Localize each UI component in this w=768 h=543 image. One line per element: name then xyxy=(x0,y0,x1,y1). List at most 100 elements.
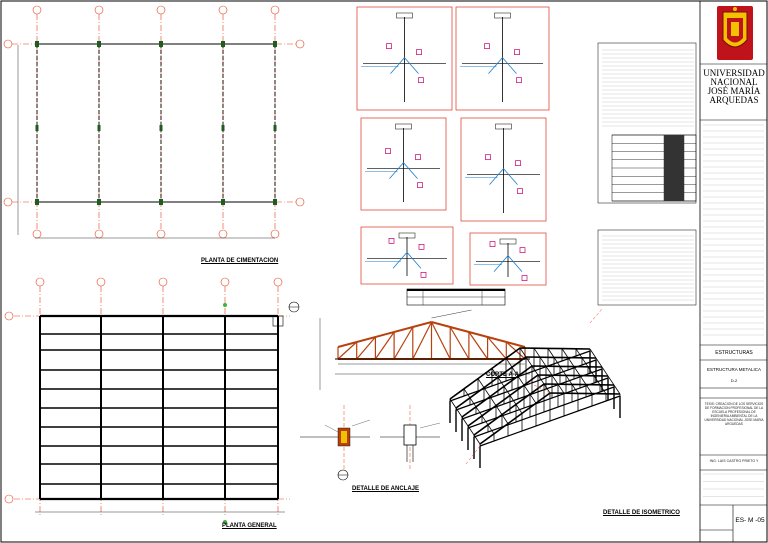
bolt-mark xyxy=(489,241,496,247)
footing xyxy=(273,125,277,131)
university-line-2: NACIONAL xyxy=(710,77,758,87)
axis-bubble xyxy=(270,229,280,239)
axis-bubble xyxy=(295,197,305,207)
top-chord xyxy=(337,321,432,348)
top-plate xyxy=(395,123,412,130)
footing xyxy=(97,199,101,205)
bolt-mark xyxy=(515,160,521,166)
isometric-title: DETALLE DE ISOMETRICO xyxy=(603,510,680,516)
footing xyxy=(221,125,225,131)
bolt-mark xyxy=(485,154,491,160)
footing xyxy=(35,199,39,205)
title-block xyxy=(700,6,767,542)
axis-bubble xyxy=(270,5,280,15)
iso-purlin xyxy=(449,398,481,445)
bolt-mark xyxy=(514,49,520,56)
iso-axis xyxy=(529,382,551,394)
footing xyxy=(159,125,163,131)
axis-bubble xyxy=(3,197,13,207)
iso-axis xyxy=(589,308,603,324)
university-line-3: JOSÉ MARÍA xyxy=(707,86,761,96)
section-table xyxy=(406,288,506,306)
truss-diagonal xyxy=(487,336,507,360)
iso-purlin xyxy=(477,378,509,424)
thesis-title: TESIS: CREACION DE LOS SERVICIOS DE FORM… xyxy=(704,402,764,426)
bolt-mark xyxy=(484,43,490,50)
iso-axis xyxy=(465,445,481,465)
axis-bubble xyxy=(32,5,42,15)
footing xyxy=(159,199,163,205)
foundation-plan-title: PLANTA DE CIMENTACION xyxy=(201,258,279,264)
footing xyxy=(97,41,101,47)
axis-bubble xyxy=(218,5,228,15)
iso-purlin xyxy=(519,347,551,394)
bolt-mark xyxy=(519,247,526,253)
iso-purlin xyxy=(575,348,607,395)
axis-bubble xyxy=(32,229,42,239)
truss-diagonal xyxy=(430,321,451,360)
specialty-label: ESTRUCTURAS xyxy=(715,350,753,356)
university-name: UNIVERSIDAD NACIONAL JOSÉ MARÍA ARQUEDAS xyxy=(701,69,767,105)
footing xyxy=(221,41,225,47)
axis-bubble xyxy=(295,39,305,49)
top-plate xyxy=(495,123,512,130)
top-plate xyxy=(494,12,511,19)
iso-purlin xyxy=(561,348,593,394)
university-line-1: UNIVERSIDAD xyxy=(703,68,765,78)
truss-diagonal xyxy=(468,331,489,360)
section-aa xyxy=(319,309,530,390)
sheet-code: ES- M -05 xyxy=(735,517,765,524)
footing xyxy=(97,125,101,131)
bolt-mark xyxy=(388,238,395,244)
bolt-mark xyxy=(516,77,522,84)
axis-bubble xyxy=(94,229,104,239)
engineer-name: ING. LUIS CASTRO PRIETO Y xyxy=(709,459,759,463)
axis-bubble xyxy=(273,277,283,287)
footing xyxy=(273,41,277,47)
connection-details xyxy=(356,6,550,286)
footing xyxy=(159,41,163,47)
axis-bubble xyxy=(218,229,228,239)
top-plate xyxy=(396,12,413,19)
drawing-sub: D-2 xyxy=(730,378,738,383)
iso-purlin xyxy=(505,357,537,404)
general-plan-title: PLANTA GENERAL xyxy=(222,523,277,529)
footing xyxy=(35,41,39,47)
top-chord xyxy=(431,321,526,348)
truss-diagonal xyxy=(374,331,395,360)
weld-line xyxy=(489,168,518,185)
bolt-mark xyxy=(417,182,423,188)
weld-line xyxy=(488,57,517,74)
weld-line xyxy=(389,161,418,179)
anchor-detail xyxy=(300,405,441,481)
specifications-panel xyxy=(597,42,697,306)
iso-purlin xyxy=(533,347,565,394)
axis-bubble xyxy=(4,494,14,504)
truss-diagonal xyxy=(337,341,358,360)
iso-purlin xyxy=(589,348,621,395)
axis-bubble xyxy=(3,39,13,49)
isometric-view xyxy=(449,308,621,468)
axis-bubble xyxy=(94,5,104,15)
footing xyxy=(35,125,39,131)
iso-purlin xyxy=(463,388,495,435)
bolt-mark xyxy=(420,272,427,278)
weld-line xyxy=(390,57,419,74)
weld-line xyxy=(392,251,422,269)
foundation-plan xyxy=(3,5,305,239)
bolt-mark xyxy=(416,49,422,56)
axis-bubble xyxy=(35,277,45,287)
bolt-mark xyxy=(418,77,424,84)
leader xyxy=(431,309,472,319)
iso-purlin xyxy=(547,348,579,394)
drawing-name: ESTRUCTURA METALICA xyxy=(707,367,761,372)
truss-diagonal xyxy=(393,326,414,360)
footing xyxy=(221,199,225,205)
anchor-detail-title: DETALLE DE ANCLAJE xyxy=(352,486,420,492)
truss-diagonal xyxy=(449,326,470,360)
axis-bubble xyxy=(4,311,14,321)
general-plan xyxy=(4,277,300,524)
axis-bubble xyxy=(96,277,106,287)
axis-bubble xyxy=(220,277,230,287)
